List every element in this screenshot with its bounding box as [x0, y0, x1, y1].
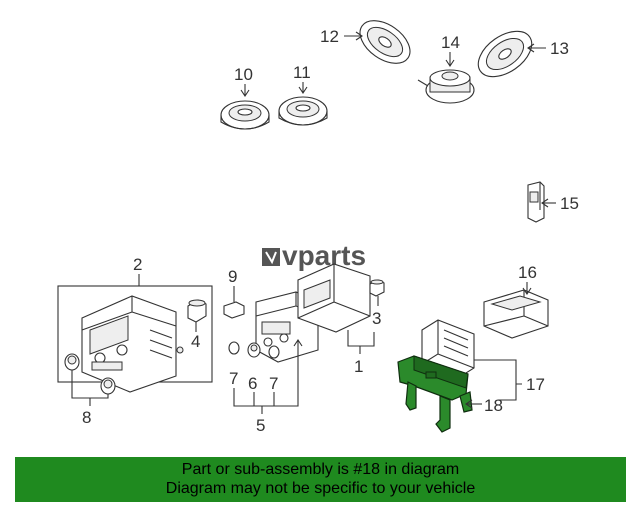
part-14-tweeter[interactable] — [417, 69, 475, 104]
leader-8 — [71, 370, 109, 406]
watermark-text: vparts — [282, 240, 366, 271]
part-12-speaker[interactable] — [352, 12, 417, 72]
vparts-logo: vparts — [262, 240, 366, 271]
part-8-knob-right[interactable] — [100, 377, 116, 395]
part-10-speaker[interactable] — [220, 100, 270, 130]
banner-line-1: Part or sub-assembly is #18 in diagram — [181, 461, 460, 478]
callout-3[interactable]: 3 — [372, 309, 381, 328]
arrow-11 — [298, 86, 308, 94]
callout-8[interactable]: 8 — [82, 408, 91, 427]
part-9-button[interactable] — [223, 301, 245, 319]
arrow-15 — [541, 198, 549, 208]
arrow-14 — [445, 59, 455, 67]
callout-7-left[interactable]: 7 — [229, 369, 238, 388]
part-13-speaker[interactable] — [470, 22, 540, 86]
callout-14[interactable]: 14 — [441, 33, 460, 52]
callout-1[interactable]: 1 — [354, 357, 363, 376]
callout-12[interactable]: 12 — [320, 27, 339, 46]
part-18-bracket-highlighted[interactable] — [397, 355, 473, 433]
arrow-5 — [293, 339, 303, 347]
callout-18[interactable]: 18 — [484, 396, 503, 415]
leader-5-branches — [253, 392, 275, 414]
callout-9[interactable]: 9 — [228, 267, 237, 286]
part-11-speaker[interactable] — [278, 96, 328, 126]
arrow-16 — [522, 287, 532, 295]
info-banner: Part or sub-assembly is #18 in diagram D… — [15, 457, 626, 502]
callout-4[interactable]: 4 — [191, 332, 200, 351]
banner-line-2: Diagram may not be specific to your vehi… — [165, 480, 476, 497]
part-15-bracket[interactable] — [527, 181, 545, 223]
leader-5 — [233, 340, 299, 407]
leader-1 — [347, 330, 375, 354]
callout-10[interactable]: 10 — [234, 65, 253, 84]
leader-17 — [474, 359, 522, 401]
part-3-knob[interactable] — [369, 279, 385, 297]
arrow-13 — [527, 43, 535, 53]
callout-11[interactable]: 11 — [293, 63, 311, 82]
callout-7-right[interactable]: 7 — [269, 374, 278, 393]
arrow-18 — [465, 399, 473, 409]
part-16-module[interactable] — [483, 289, 549, 339]
callout-6[interactable]: 6 — [248, 374, 257, 393]
callout-2[interactable]: 2 — [133, 255, 142, 274]
part-8-knob-left[interactable] — [64, 353, 80, 371]
part-1-cover[interactable] — [297, 263, 371, 333]
callout-17[interactable]: 17 — [526, 375, 545, 394]
callout-16[interactable]: 16 — [518, 263, 537, 282]
part-7-knob-right[interactable] — [268, 345, 280, 359]
part-6-knob[interactable] — [247, 342, 261, 358]
part-2-head-unit[interactable] — [81, 295, 184, 393]
part-4-knob[interactable] — [187, 299, 207, 323]
callout-5[interactable]: 5 — [256, 416, 265, 435]
callout-15[interactable]: 15 — [560, 194, 579, 213]
callout-13[interactable]: 13 — [550, 39, 569, 58]
part-7-knob-left[interactable] — [228, 341, 240, 355]
arrow-10 — [240, 89, 250, 97]
arrow-12 — [355, 31, 363, 41]
